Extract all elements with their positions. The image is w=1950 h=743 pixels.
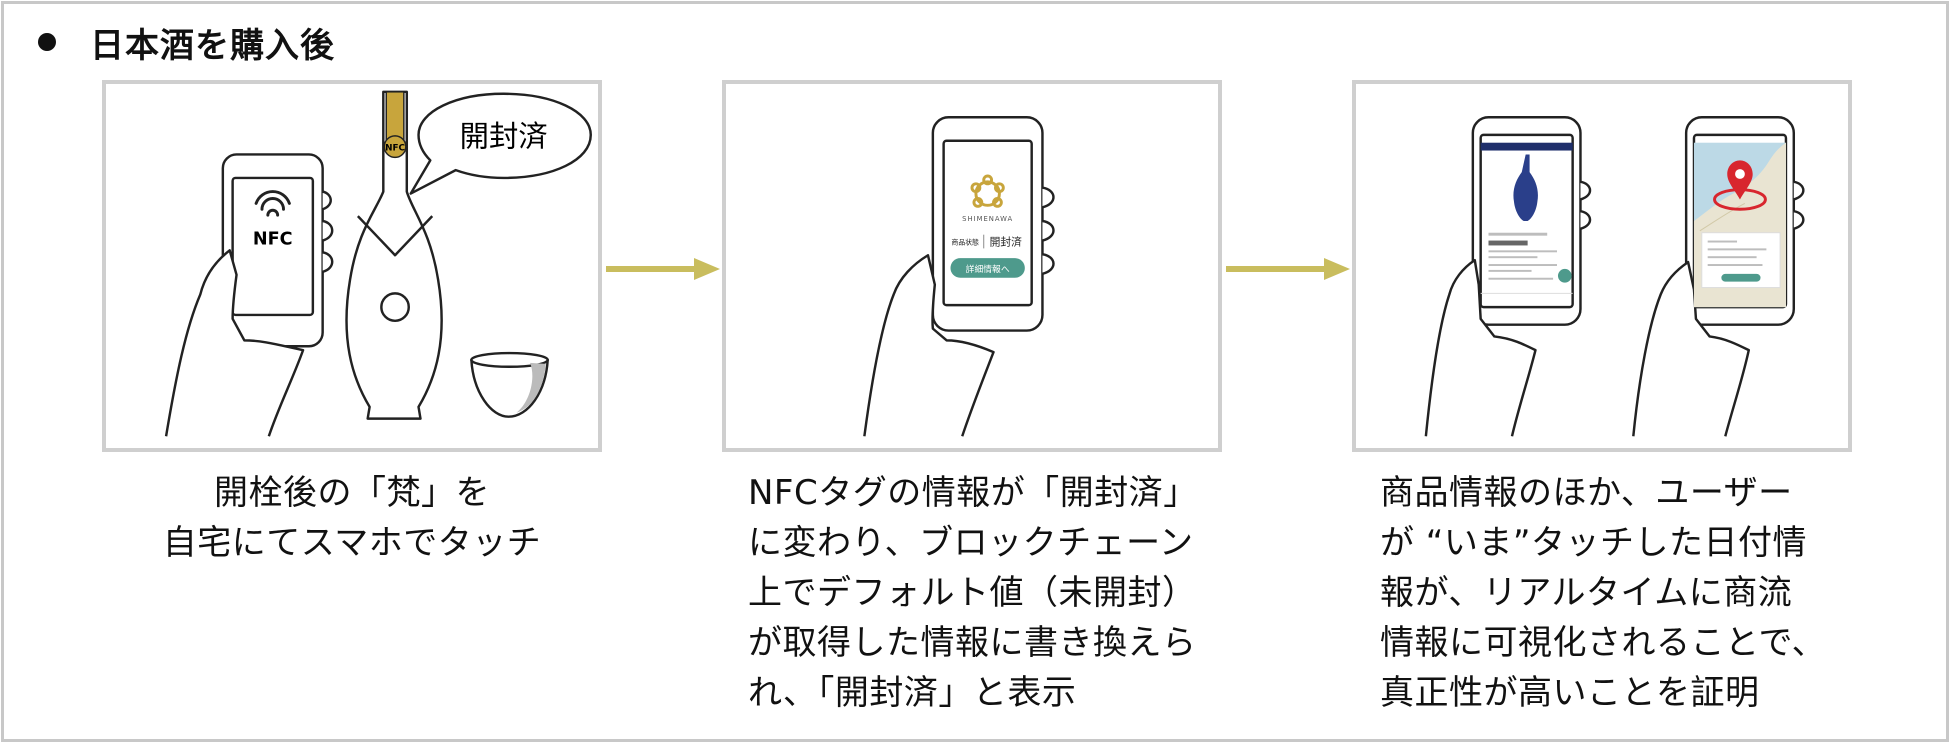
status-label: 商品状態 [952,237,979,246]
nfc-tag-badge [383,135,407,159]
step3-illustration [1424,116,1805,437]
heading-text: 日本酒を購入後 [90,25,335,66]
speech-text: 開封済 [460,120,548,154]
speech-bubble [409,92,592,195]
detail-button[interactable] [950,258,1025,278]
fab-button[interactable] [1557,268,1572,283]
product-bottle-image [1513,154,1538,221]
brand-name: SHIMENAWA [962,215,1013,223]
detail-button-label: 詳細情報へ [966,263,1010,275]
step2-caption: NFCタグの情報が「開封済」 に変わり、ブロックチェーン 上でデフォルト値（未開… [748,473,1198,713]
bullet-icon [38,33,56,51]
step2-panel: SHIMENAWA 商品状態 開封済 詳細情報へ [722,80,1222,452]
bottle-emblem [380,292,410,323]
section-heading: 日本酒を購入後 [38,20,335,66]
location-pin-icon [1727,160,1753,200]
step1-illustration: NFC NFC 開封済 [164,90,592,437]
step2-illustration: SHIMENAWA 商品状態 開封済 詳細情報へ [863,116,1055,437]
phone-screen [231,176,315,317]
product-header-bar [1480,142,1573,151]
nfc-label: NFC [253,229,293,249]
shimenawa-logo-icon [970,174,1005,208]
step3-panel [1352,80,1852,452]
map-card-button[interactable] [1721,273,1761,282]
step1-panel: NFC NFC 開封済 [102,80,602,452]
step3-caption: 商品情報のほか、ユーザー が “いま”タッチした日付情 報が、リアルタイムに商流… [1380,473,1827,713]
nfc-signal-icon [254,190,291,217]
hand-outline [164,249,305,437]
arrow-right-icon [1226,258,1350,280]
arrow-right-icon [606,258,720,280]
hand-left-outline [1424,258,1537,437]
hand-right-outline [1632,260,1750,437]
bottle-tag-label: NFC [385,144,405,154]
status-value: 開封済 [990,235,1023,248]
hand-outline [863,254,995,437]
step1-caption: 開栓後の「梵」を 自宅にてスマホでタッチ [162,473,542,563]
